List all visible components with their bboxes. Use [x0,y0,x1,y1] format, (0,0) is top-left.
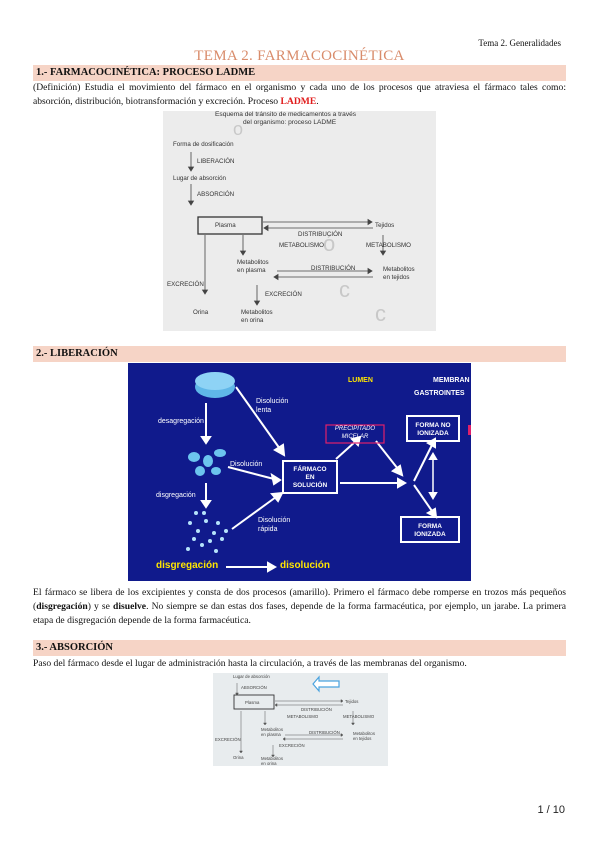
section-2-text-c: . No siempre se dan estas dos fases, dep… [33,601,566,626]
d2-farmaco-1: FÁRMACO [293,466,327,473]
d1-metabolismo-2: METABOLISMO [366,242,411,249]
section-3-paragraph: Paso del fármaco desde el lugar de admin… [33,658,467,669]
d1-lugar: Lugar de absorción [173,175,226,182]
d2-farmaco-3: SOLUCIÓN [292,482,328,489]
d2-gastro: GASTROINTES [414,390,465,397]
d2-no-ionizada-2: IONIZADA [417,430,449,437]
d2-farmaco-box: FÁRMACO EN SOLUCIÓN [282,460,338,494]
d2-farmaco-2: EN [305,474,315,481]
page-number: 1 / 10 [537,804,565,816]
d3-met-tejidos-2: en tejidos [353,736,372,741]
section-heading-2-text: 2.- LIBERACIÓN [36,348,118,359]
d2-disolucion: Disolución [230,461,263,468]
d2-disol-rapida-1: Disolución [258,517,291,524]
d2-precipitado-1: PRECIPITADO [334,426,376,432]
d2-ionizada-1: FORMA [418,523,442,530]
d1-met-orina-2: en orina [241,317,264,324]
d1-distribucion: DISTRIBUCIÓN [298,231,343,238]
section-heading-1-text: 1.- FARMACOCINÉTICA: PROCESO LADME [36,67,256,78]
d1-liberacion: LIBERACIÓN [197,158,235,165]
d2-disgregacion-small: disgregación [156,492,196,499]
ladme-highlight: LADME [280,96,317,107]
section-2-text-a: El fármaco se libera de los excipientes … [33,587,566,612]
d1-orina: Orina [193,309,209,316]
d2-precipitado-2: MICELAR [341,433,369,440]
d2-membrana: MEMBRAN [433,377,470,384]
d1-title-1: Esquema del tránsito de medicamentos a t… [215,111,357,118]
d2-precipitado: PRECIPITADO MICELAR [328,426,382,441]
d1-distribucion-2: DISTRIBUCIÓN [311,265,356,272]
page-title: TEMA 2. FARMACOCINÉTICA [194,48,405,64]
ladme-diagram-arrows [187,152,387,306]
d2-disol-lenta-2: lenta [256,407,272,414]
d1-metabolismo: METABOLISMO [279,242,324,249]
section-heading-2: 2.- LIBERACIÓN [33,346,566,362]
d2-desagregacion: desagregación [158,418,204,425]
d1-forma: Forma de dosificación [173,141,234,148]
d3-orina: Orina [233,755,244,760]
d1-tejidos: Tejidos [375,222,395,229]
d2-no-ionizada-box: FORMA NO IONIZADA [406,415,460,442]
d3-metabolismo: METABOLISMO [287,714,319,719]
section-heading-3-text: 3.- ABSORCIÓN [36,642,114,653]
d3-met-orina-2: en orina [261,761,277,766]
d3-met-plasma-1: Metabolitos [261,727,283,732]
running-header: Tema 2. Generalidades [478,38,561,48]
d2-ionizada-2: IONIZADA [414,531,446,538]
liberacion-diagram-graphics [186,372,471,573]
d3-lugar: Lugar de absorción [233,674,270,679]
d1-met-tejidos-1: Metabolitos [383,266,415,273]
section-1-text-end: . [316,96,319,107]
d2-no-ionizada-1: FORMA NO [415,422,451,429]
liberacion-diagram-image: LUMEN MEMBRAN GASTROINTES Disolución len… [128,363,471,581]
d1-title-2: del organismo: proceso LADME [243,119,337,126]
d2-yellow-disgregacion: disgregación [156,560,219,571]
section-1-paragraph: (Definición) Estudia el movimiento del f… [33,81,566,109]
d3-absorcion: ABSORCIÓN [241,685,267,690]
section-2-text-b: ) y se [87,601,114,612]
absorcion-diagram-image: Lugar de absorción ABSORCIÓN Plasma Teji… [213,673,388,766]
section-heading-3: 3.- ABSORCIÓN [33,640,566,656]
d3-met-plasma-2: en plasma [261,732,281,737]
d2-disol-lenta-1: Disolución [256,398,289,405]
d1-plasma: Plasma [215,222,236,229]
d2-ionizada-box: FORMA IONIZADA [400,516,460,543]
d3-tejidos: Tejidos [345,699,359,704]
d2-yellow-disolucion: disolución [280,560,330,571]
d3-excrecion-2: EXCRECIÓN [279,743,305,748]
section-2-bold-disgregacion: disgregación [36,601,88,612]
d3-excrecion: EXCRECIÓN [215,737,241,742]
ladme-diagram-image: ó c c o Esquema del tránsito de medicame… [163,111,436,331]
section-2-paragraph: El fármaco se libera de los excipientes … [33,586,566,628]
section-heading-1: 1.- FARMACOCINÉTICA: PROCESO LADME [33,65,566,81]
d1-met-plasma-1: Metabolitos [237,259,269,266]
section-2-bold-disuelve: disuelve [113,601,147,612]
section-1-text: (Definición) Estudia el movimiento del f… [33,82,566,107]
d1-excrecion-2: EXCRECIÓN [265,291,302,298]
d1-met-plasma-2: en plasma [237,267,266,274]
d2-lumen: LUMEN [348,377,373,384]
d3-distribucion-2: DISTRIBUCIÓN [309,730,340,735]
d2-disol-rapida-2: rápida [258,526,278,533]
d3-plasma: Plasma [245,700,260,705]
d1-absorcion: ABSORCIÓN [197,191,235,198]
d3-met-tejidos-1: Metabolitos [353,731,375,736]
d1-met-tejidos-2: en tejidos [383,274,410,281]
d1-excrecion: EXCRECIÓN [167,281,204,288]
absorcion-diagram-arrows [233,675,355,758]
d3-distribucion: DISTRIBUCIÓN [301,707,332,712]
d1-met-orina-1: Metabolitos [241,309,273,316]
d3-metabolismo-2: METABOLISMO [343,714,375,719]
d3-met-orina-1: Metabolitos [261,756,283,761]
